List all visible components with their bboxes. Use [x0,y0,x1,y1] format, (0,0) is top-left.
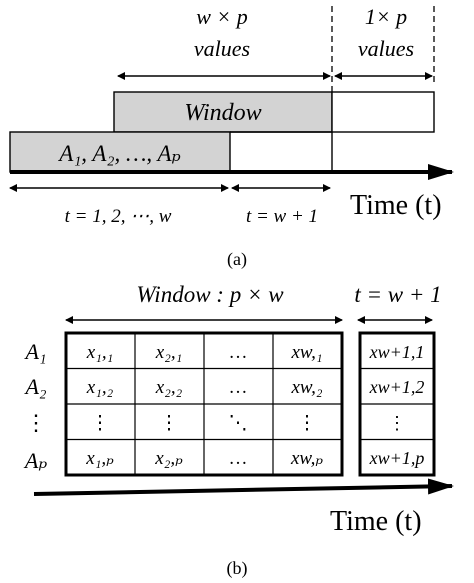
matrix-cell: xw,₂ [290,377,322,398]
part-a-caption: (a) [227,249,247,270]
top-right-label-line1: 1× p [365,4,407,29]
row-label: ⋮ [25,410,47,435]
time-axis-label-a: Time (t) [350,190,442,221]
matrix-cell: x₁,ₚ [85,448,114,469]
next-cell: xw+1,2 [369,377,425,397]
matrix-cell: x₂,ₚ [154,448,183,469]
time-axis-label-b: Time (t) [330,506,422,537]
window-header: Window : p × w [136,282,284,307]
next-cell: xw+1,1 [369,342,425,362]
next-cell: xw+1,p [369,448,425,468]
matrix-cell: ⋮ [160,413,179,434]
matrix-cell: ⋮ [91,413,110,434]
next-value-box [331,91,435,133]
matrix-cell: ⋱ [229,413,248,434]
series-box [9,131,231,173]
next-cell: ⋮ [388,413,406,433]
part-a: w × p values 1× p values Window A₁, A₂, … [9,4,454,270]
row-label: A₁ [23,339,46,364]
matrix-cell: x₂,₂ [155,377,183,398]
range-right-label: t = w + 1 [246,206,318,227]
top-left-label-line2: values [194,36,250,61]
matrix-cell: x₁,₂ [86,377,114,398]
matrix-cell: x₂,₁ [155,342,182,363]
row-label: Aₚ [23,448,47,473]
part-b: Window : p × w t = w + 1 A₁ A₂ ⋮ Aₚ x₁,₁… [23,282,454,579]
matrix-cell: … [229,342,248,363]
matrix-cell: xw,ₚ [290,448,323,469]
top-right-label-line2: values [358,36,414,61]
time-axis-b [33,478,454,496]
next-header: t = w + 1 [354,282,441,307]
part-b-caption: (b) [227,558,248,579]
row-label: A₂ [23,374,46,399]
matrix-cell: x₁,₁ [86,342,113,363]
matrix-cell: … [229,448,248,469]
matrix-cell: ⋮ [298,413,317,434]
top-left-label-line1: w × p [196,4,248,29]
series-label: A₁, A₂, …, Aₚ [57,141,180,166]
range-left-label: t = 1, 2, ⋯, w [65,206,172,227]
window-box [113,91,333,133]
matrix-cell: xw,₁ [290,342,322,363]
matrix-cell: … [229,377,248,398]
window-label: Window [184,100,261,126]
